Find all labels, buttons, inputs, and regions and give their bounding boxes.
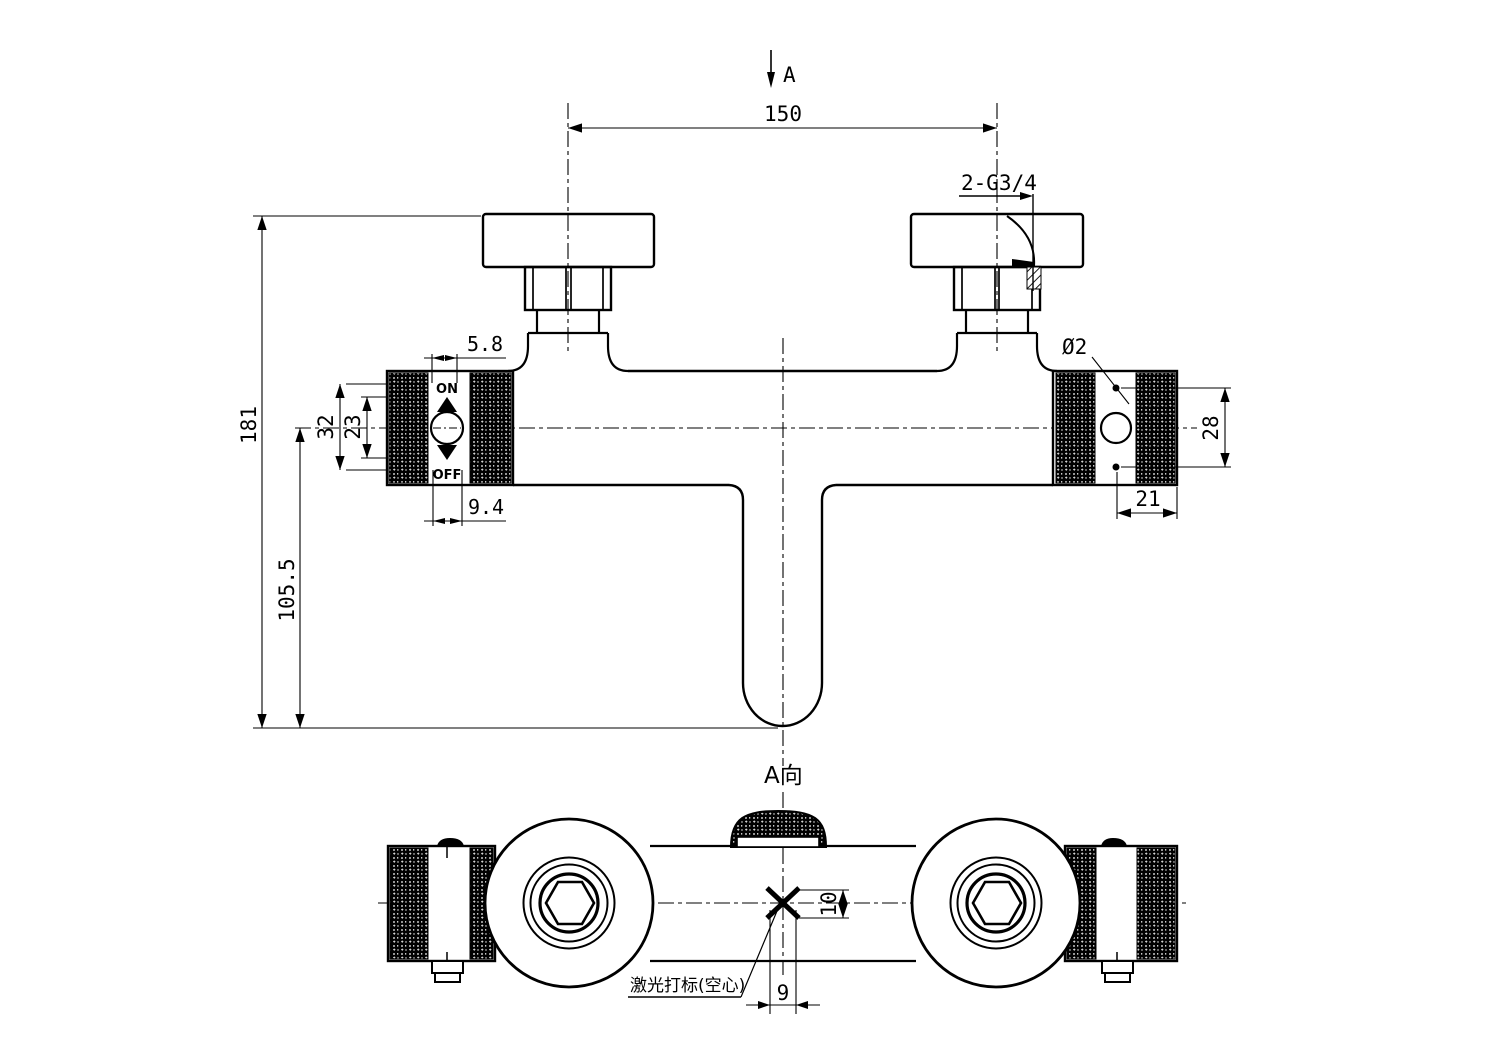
right-knob-knurl-right: [1135, 372, 1176, 484]
section-arrowhead-icon: [767, 72, 775, 88]
dim-150: 150: [568, 102, 997, 133]
front-view: A 150: [237, 50, 1231, 729]
thread-hatch: [1026, 266, 1042, 290]
thread-section-fill: [1012, 259, 1034, 267]
body-bar: [650, 844, 916, 963]
thread-section-arc: [1006, 215, 1036, 267]
dim-23-label: 23: [341, 414, 365, 439]
laser-mark: [765, 886, 801, 920]
dim-21-label: 21: [1135, 487, 1160, 511]
section-label: A: [783, 63, 796, 87]
off-label: OFF: [433, 468, 462, 483]
valve-body: [513, 369, 1053, 728]
right-knob-tab: [1101, 960, 1134, 974]
on-label: ON: [436, 382, 458, 397]
right-knob-bump: [1101, 838, 1127, 846]
right-knob-plan: [1063, 838, 1179, 983]
dia2-label: Ø2: [1062, 335, 1087, 359]
dim-150-label: 150: [764, 102, 802, 126]
left-inlet-fitting: [481, 212, 656, 373]
right-fitting-circles: [910, 817, 1082, 989]
left-knob-bump: [437, 838, 464, 846]
dim-10-label: 10: [817, 891, 841, 916]
right-hex-socket: [971, 880, 1023, 926]
left-knob-tab: [431, 960, 464, 974]
dim-5-8-label: 5.8: [467, 332, 503, 356]
right-dimensions: [1091, 356, 1231, 519]
thread-leader-arrowhead-icon: [1020, 192, 1033, 200]
arrow-down-icon: [437, 445, 457, 460]
dim-181-label: 181: [237, 406, 261, 444]
right-knob-knurl-left: [1055, 372, 1096, 484]
diverter-nub: [729, 809, 828, 848]
dim-28-label: 28: [1199, 415, 1223, 440]
spout: [728, 483, 837, 728]
left-knob: ON OFF: [385, 369, 515, 487]
laser-note: 激光打标(空心): [628, 910, 778, 998]
dim-105-5-label: 105.5: [275, 558, 299, 621]
left-fitting-circles: [483, 817, 655, 989]
right-knob: [1051, 369, 1179, 487]
left-knob-button: [429, 410, 465, 446]
left-dimensions: [253, 215, 778, 729]
dim-9-label: 9: [777, 981, 790, 1005]
bottom-view: A向: [386, 763, 1179, 1014]
thread-label: 2-G3/4: [961, 171, 1037, 195]
right-inlet-fitting: [909, 194, 1085, 373]
lower-dot: [1112, 463, 1120, 471]
laser-note-label: 激光打标(空心): [630, 976, 745, 996]
dia2-leader: [1091, 356, 1130, 405]
dim-9-4-label: 9.4: [468, 495, 504, 519]
left-knob-knurl-left: [388, 372, 429, 484]
mark-dimensions: [746, 889, 849, 1014]
arrow-up-icon: [437, 397, 457, 412]
left-hex-socket: [544, 880, 596, 926]
view-a-label: A向: [764, 763, 803, 789]
left-knob-plan: [386, 838, 497, 983]
left-knob-knurl-right: [469, 372, 512, 484]
right-knob-hole: [1099, 411, 1133, 445]
section-arrow: A: [767, 50, 796, 88]
laser-note-leader: [740, 910, 778, 998]
dim-32-label: 32: [314, 414, 338, 439]
thread-annotation: 2-G3/4: [959, 171, 1037, 200]
